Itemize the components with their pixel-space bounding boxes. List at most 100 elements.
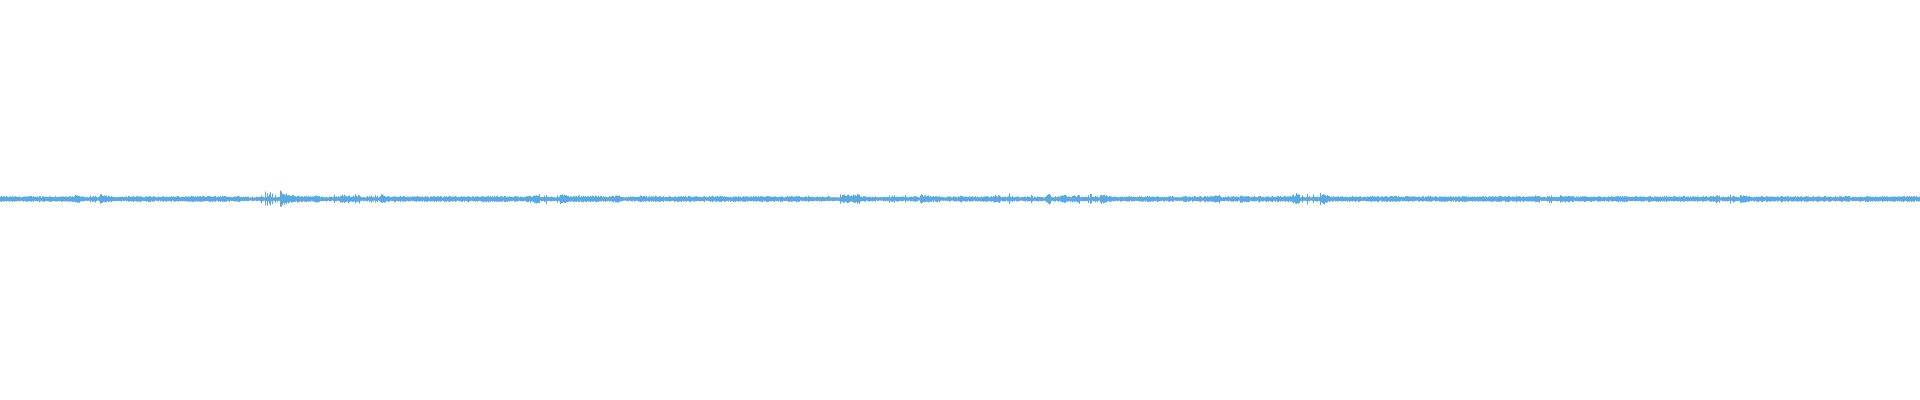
waveform-sample — [1257, 197, 1258, 201]
waveform-sample — [1454, 197, 1455, 201]
waveform-sample — [1874, 197, 1875, 202]
waveform-sample — [954, 196, 955, 202]
waveform-sample — [295, 196, 296, 202]
waveform-sample — [337, 197, 338, 201]
waveform-sample — [959, 196, 960, 202]
waveform-sample — [157, 197, 158, 201]
waveform-sample — [729, 197, 730, 201]
waveform-sample — [595, 195, 596, 202]
waveform-sample — [868, 197, 869, 202]
waveform-sample — [831, 197, 832, 201]
waveform-sample — [1235, 196, 1236, 202]
waveform-sample — [512, 196, 513, 202]
waveform-sample — [1448, 196, 1449, 202]
waveform-sample — [1205, 195, 1206, 203]
waveform-sample — [1766, 195, 1767, 203]
waveform-sample — [388, 196, 389, 202]
waveform-sample — [906, 197, 907, 201]
waveform-sample — [236, 196, 237, 202]
waveform-sample — [21, 197, 22, 201]
waveform-sample — [1617, 196, 1618, 202]
waveform-sample — [659, 196, 660, 202]
waveform-sample — [1493, 196, 1494, 202]
waveform-sample — [1310, 197, 1311, 201]
waveform-sample — [887, 197, 888, 202]
waveform-sample — [1879, 196, 1880, 202]
waveform-sample — [427, 196, 428, 202]
waveform-sample — [1559, 196, 1560, 201]
waveform-sample — [95, 195, 96, 203]
waveform-sample — [991, 195, 992, 202]
waveform-sample — [1021, 197, 1022, 201]
waveform-sample — [585, 196, 586, 203]
waveform-sample — [1363, 196, 1364, 202]
waveform-sample — [489, 197, 490, 202]
waveform-sample — [1871, 196, 1872, 201]
waveform-sample — [785, 197, 786, 201]
waveform-sample — [1593, 196, 1594, 202]
waveform-sample — [1201, 197, 1202, 201]
waveform-sample — [1096, 196, 1097, 202]
waveform-sample — [1036, 197, 1037, 201]
waveform-sample — [710, 196, 711, 202]
waveform-sample — [1882, 196, 1883, 202]
waveform-sample — [1005, 196, 1006, 202]
waveform-sample — [1009, 193, 1010, 205]
waveform-sample — [881, 197, 882, 201]
waveform-sample — [1476, 197, 1477, 201]
waveform-sample — [1885, 197, 1886, 202]
waveform-sample — [995, 195, 996, 203]
waveform-sample — [1650, 196, 1651, 202]
waveform-sample — [238, 195, 239, 202]
waveform-sample — [1090, 193, 1091, 204]
waveform-sample — [1709, 196, 1710, 202]
waveform-sample — [547, 196, 548, 201]
waveform-sample — [1276, 197, 1277, 201]
waveform-sample — [920, 195, 921, 203]
waveform-sample — [1351, 197, 1352, 201]
waveform-sample — [220, 196, 221, 202]
waveform-sample — [69, 196, 70, 202]
waveform-sample — [1110, 196, 1111, 202]
waveform-sample — [1211, 196, 1212, 202]
waveform-sample — [1722, 196, 1723, 201]
waveform-sample — [550, 196, 551, 202]
waveform-sample — [1371, 196, 1372, 202]
waveform-sample — [983, 196, 984, 202]
waveform-sample — [433, 196, 434, 202]
waveform-sample — [625, 197, 626, 201]
waveform-sample — [1570, 196, 1571, 202]
waveform-sample — [379, 197, 380, 202]
waveform-sample — [1268, 196, 1269, 202]
waveform-sample — [303, 197, 304, 201]
waveform-sample — [1648, 196, 1649, 202]
waveform-sample — [1014, 197, 1015, 202]
waveform-sample — [1813, 196, 1814, 202]
waveform-sample — [315, 195, 316, 203]
waveform-sample — [137, 195, 138, 202]
waveform-sample — [1657, 196, 1658, 202]
waveform-sample — [950, 196, 951, 202]
waveform-sample — [1286, 197, 1287, 202]
waveform-sample — [1416, 197, 1417, 201]
waveform-sample — [647, 197, 648, 201]
waveform-sample — [856, 195, 857, 203]
waveform-sample — [911, 196, 912, 202]
waveform-sample — [1030, 197, 1031, 201]
waveform-sample — [1381, 196, 1382, 202]
waveform-sample — [1023, 196, 1024, 201]
waveform-sample — [539, 194, 540, 204]
waveform-sample — [1338, 196, 1339, 202]
waveform-sample — [1630, 196, 1631, 202]
waveform-sample — [1684, 195, 1685, 202]
waveform-sample — [429, 197, 430, 201]
waveform-sample — [1148, 196, 1149, 202]
waveform-sample — [546, 195, 547, 205]
waveform-sample — [106, 195, 107, 203]
waveform-sample — [1032, 195, 1033, 202]
waveform-sample — [1261, 197, 1262, 202]
waveform-sample — [720, 195, 721, 202]
waveform-sample — [1849, 195, 1850, 202]
waveform-sample — [216, 197, 217, 201]
waveform-sample — [311, 196, 312, 201]
